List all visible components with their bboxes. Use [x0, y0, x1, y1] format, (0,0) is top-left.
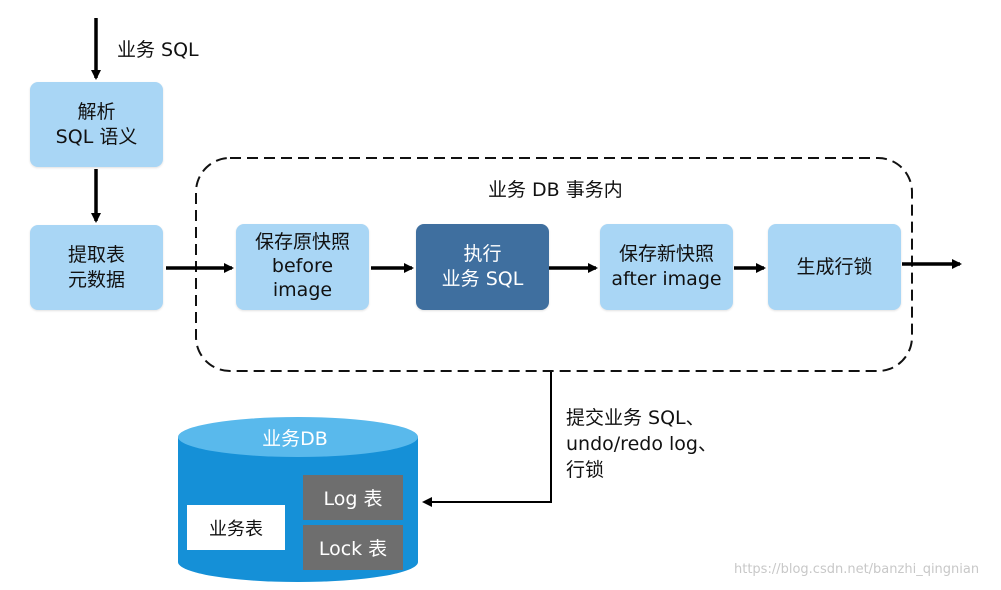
commit-label-line-3: 行锁 — [566, 459, 605, 481]
before-image-line-1: 保存原快照 — [254, 231, 350, 254]
commit-label-line-2: undo/redo log、 — [566, 433, 717, 455]
watermark: https://blog.csdn.net/banzhi_qingnian — [734, 562, 980, 577]
business-table: 业务表 — [187, 505, 285, 550]
generate-row-lock-label: 生成行锁 — [796, 255, 873, 278]
extract-metadata-line-2: 元数据 — [67, 268, 125, 291]
log-table: Log 表 — [303, 475, 403, 520]
before-image-line-2: before — [271, 255, 334, 278]
database-name: 业务DB — [262, 428, 328, 450]
commit-label-line-1: 提交业务 SQL、 — [566, 407, 705, 429]
commit-label: 提交业务 SQL、 undo/redo log、 行锁 — [566, 405, 717, 483]
parse-sql-line-2: SQL 语义 — [55, 125, 138, 148]
before-image-node: 保存原快照 before image — [236, 224, 369, 310]
execute-sql-line-2: 业务 SQL — [441, 268, 524, 290]
before-image-line-3: image — [272, 278, 333, 301]
execute-sql-node: 执行 业务 SQL — [416, 224, 549, 310]
parse-sql-node: 解析 SQL 语义 — [30, 82, 163, 167]
input-sql-label: 业务 SQL — [117, 39, 199, 61]
execute-sql-line-1: 执行 — [463, 243, 502, 266]
extract-metadata-node: 提取表 元数据 — [30, 225, 163, 310]
after-image-line-2: after image — [611, 268, 722, 290]
extract-metadata-line-1: 提取表 — [67, 243, 125, 266]
arrow-commit-to-db — [422, 372, 552, 507]
transaction-label: 业务 DB 事务内 — [488, 179, 623, 201]
after-image-line-1: 保存新快照 — [618, 243, 714, 266]
parse-sql-line-1: 解析 — [77, 100, 116, 123]
generate-row-lock-node: 生成行锁 — [768, 224, 901, 310]
lock-table: Lock 表 — [303, 525, 403, 570]
after-image-node: 保存新快照 after image — [600, 224, 733, 310]
